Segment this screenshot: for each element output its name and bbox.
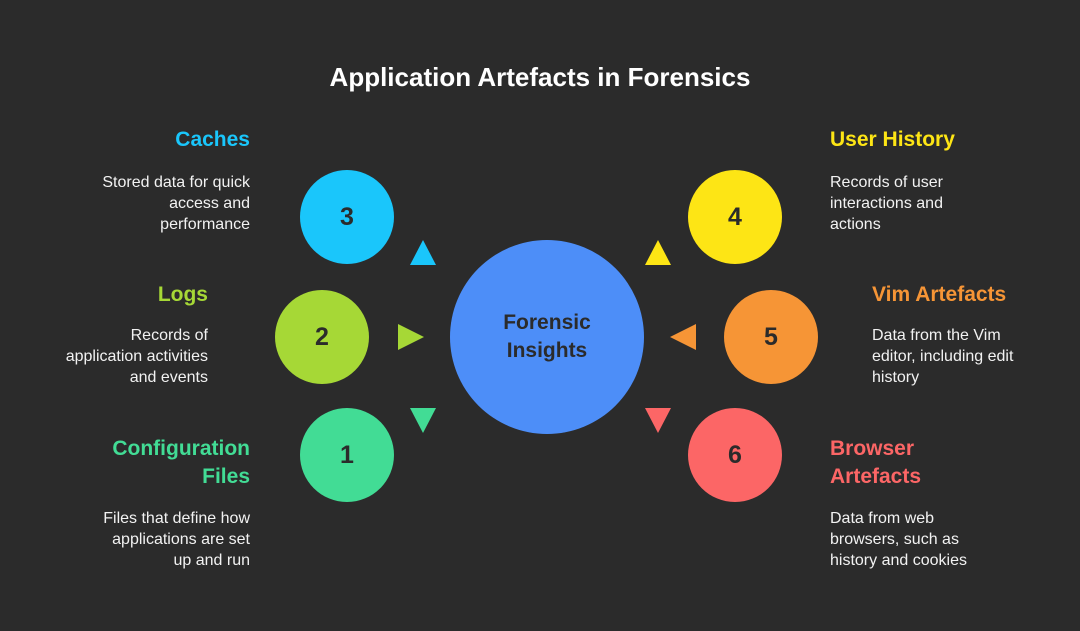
- arrow-1: [410, 408, 436, 433]
- arrow-3: [410, 240, 436, 265]
- heading-line: Artefacts: [830, 465, 922, 488]
- desc-line: Stored data for quick: [102, 174, 250, 191]
- desc-line: actions: [830, 216, 881, 233]
- desc-line: application activities: [65, 348, 208, 365]
- heading-line: Files: [202, 465, 250, 488]
- node-4: 4: [688, 170, 782, 264]
- vim-heading: Vim Artefacts: [872, 283, 1007, 306]
- diagram-title: Application Artefacts in Forensics: [329, 62, 751, 92]
- arrow-2: [398, 324, 424, 350]
- desc-line: and events: [129, 369, 208, 386]
- desc-line: access and: [169, 195, 250, 212]
- desc-line: Files that define how: [103, 510, 250, 527]
- node-2: 2: [275, 290, 369, 384]
- node-6: 6: [688, 408, 782, 502]
- logs-heading: Logs: [157, 283, 208, 306]
- desc-line: interactions and: [830, 195, 943, 212]
- center-label-line2: Insights: [506, 339, 588, 362]
- node-5: 5: [724, 290, 818, 384]
- vim-desc: Data from the Vim editor, including edit h…: [872, 325, 1013, 388]
- arrow-6: [645, 408, 671, 433]
- desc-line: history and cookies: [830, 552, 967, 569]
- caches-desc: Stored data for quick access and performan…: [102, 172, 250, 235]
- desc-line: applications are set: [112, 531, 250, 548]
- desc-line: performance: [160, 216, 250, 233]
- desc-line: Records of: [130, 327, 208, 344]
- desc-line: history: [872, 369, 920, 386]
- desc-line: Data from the Vim: [872, 327, 1001, 344]
- config-desc: Files that define how applications are se…: [103, 508, 250, 571]
- logs-desc: Records of application activities and even…: [66, 325, 208, 388]
- desc-line: up and run: [173, 552, 250, 569]
- browser-desc: Data from web browsers, such as history an…: [830, 508, 967, 571]
- arrow-5: [670, 324, 696, 350]
- node-3: 3: [300, 170, 394, 264]
- desc-line: Data from web: [830, 510, 935, 527]
- desc-line: browsers, such as: [830, 531, 959, 548]
- desc-line: Records of user: [830, 174, 943, 191]
- caches-heading: Caches: [175, 128, 250, 151]
- heading-line: Browser: [830, 437, 915, 460]
- user-history-desc: Records of user interactions and actions: [830, 172, 943, 235]
- node-1: 1: [300, 408, 394, 502]
- arrow-4: [645, 240, 671, 265]
- desc-line: editor, including edit: [872, 348, 1014, 365]
- user-history-heading: User History: [830, 128, 955, 151]
- heading-line: Configuration: [112, 437, 250, 460]
- center-label-line1: Forensic: [503, 311, 591, 334]
